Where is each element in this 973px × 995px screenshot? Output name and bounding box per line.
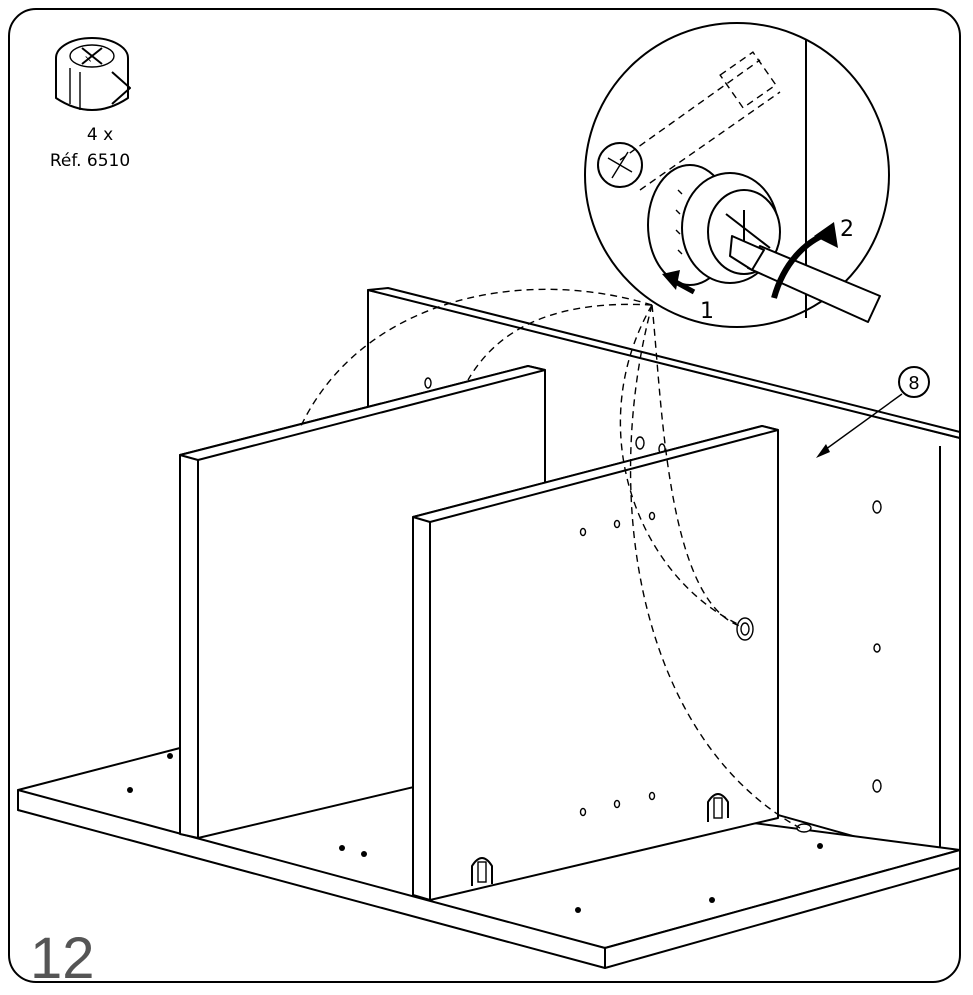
- front-divider-panel: [412, 425, 779, 901]
- panel-callout: [816, 366, 930, 458]
- arrow-2-label: 2: [840, 217, 854, 242]
- guide-lines: [299, 288, 801, 829]
- panel-number-label: 8: [908, 373, 919, 394]
- arrow-1-label: 1: [700, 299, 714, 324]
- step-number: 12: [30, 926, 95, 991]
- svg-text:×: ×: [84, 54, 92, 65]
- cam-lock-fitting-icon: ×: [55, 37, 131, 111]
- part-quantity: 4 x: [87, 125, 113, 145]
- part-reference: Réf. 6510: [50, 151, 130, 171]
- detail-magnifier: [584, 22, 890, 328]
